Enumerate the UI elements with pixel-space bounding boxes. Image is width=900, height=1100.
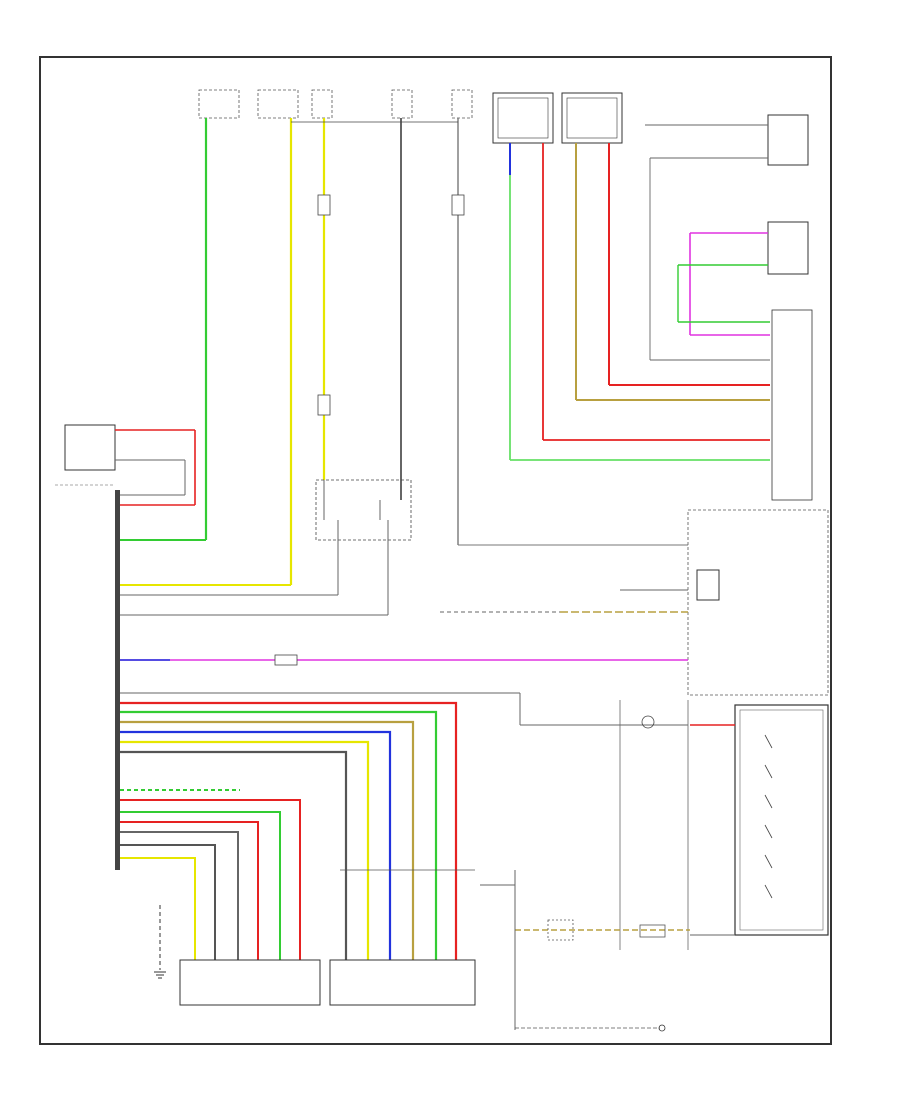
meter-lamp-icon <box>641 715 655 729</box>
ground-icon <box>154 971 166 979</box>
neutral-switch <box>64 424 116 471</box>
module-inner <box>696 569 720 601</box>
speed-sensor-1 <box>179 959 321 1006</box>
speed-sensor-2 <box>329 959 476 1006</box>
ecm-left-connector <box>115 490 120 870</box>
ecm-connector <box>771 309 813 501</box>
ground-point-icon <box>658 1024 666 1032</box>
combination-meter <box>734 704 829 936</box>
sensor-bundle-a <box>120 789 301 960</box>
sensor-bundle-b <box>120 701 458 960</box>
stop-lamp-switch <box>315 479 412 541</box>
right-module <box>687 509 829 696</box>
top-relay-boxes <box>492 92 809 275</box>
bottom-junction <box>547 919 574 941</box>
fuses <box>317 194 465 416</box>
top-fuse-blocks <box>198 89 473 119</box>
bottom-fuse <box>639 924 666 938</box>
diagram-frame <box>39 56 832 1045</box>
junction-box <box>274 654 298 666</box>
combination-meter-inner <box>739 709 824 931</box>
meter-switches <box>764 734 773 899</box>
